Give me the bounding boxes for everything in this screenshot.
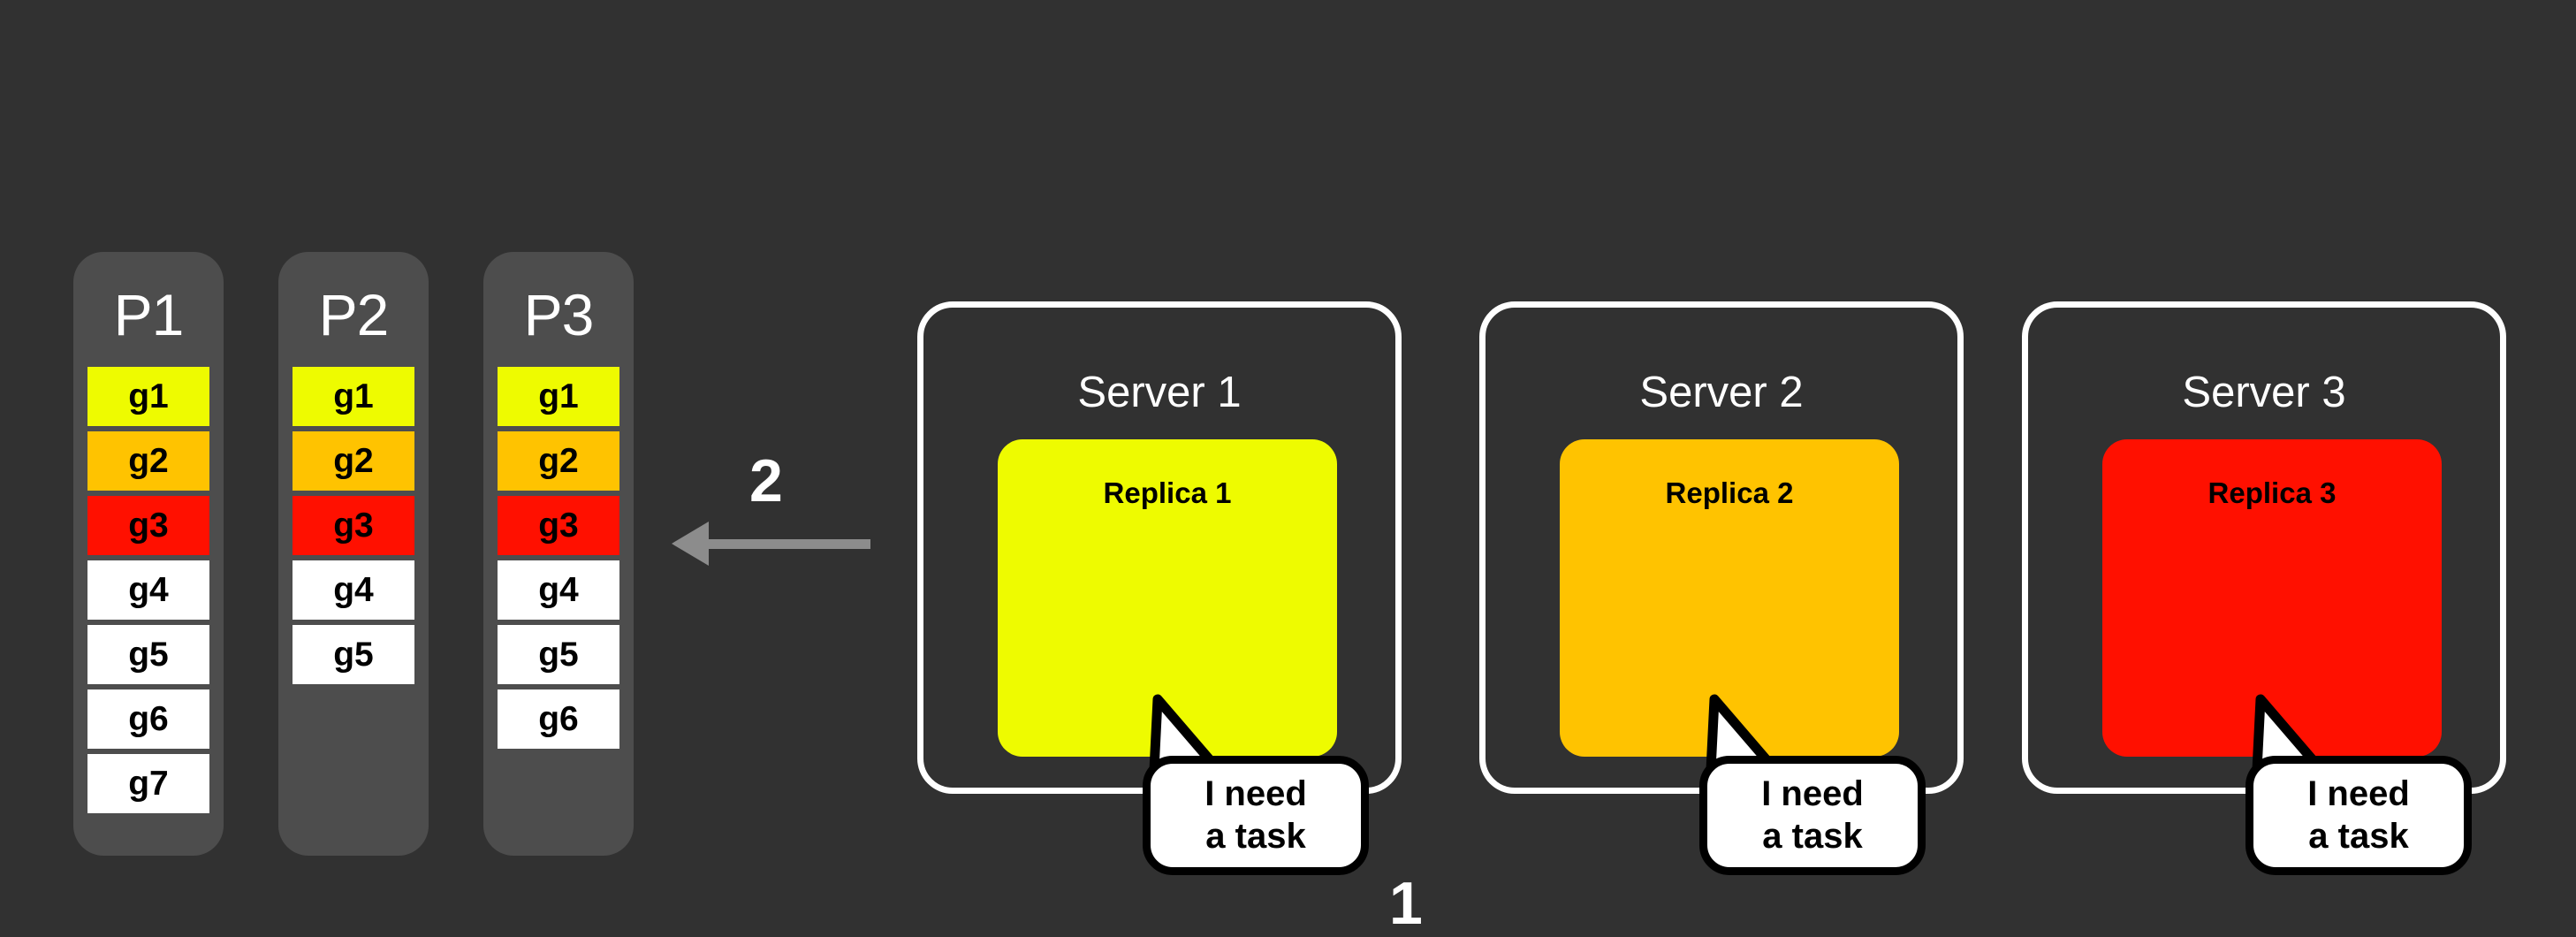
- speech-bubble-3: I need a task: [2245, 756, 2472, 875]
- partition-slot: g1: [87, 367, 209, 426]
- partition-title: P1: [113, 282, 185, 347]
- partition-slot: g2: [293, 431, 414, 491]
- bubble-line-1: I need: [2307, 774, 2410, 814]
- bubble-line-1: I need: [1204, 774, 1307, 814]
- replica-box-3: Replica 3: [2102, 439, 2442, 757]
- bubble-line-1: I need: [1761, 774, 1864, 814]
- partition-slot: g2: [87, 431, 209, 491]
- step-1-label: 1: [1389, 870, 1423, 937]
- partition-slot: g6: [87, 689, 209, 749]
- bubble-line-2: a task: [1762, 816, 1863, 856]
- partition-column-p1: P1 g1 g2 g3 g4 g5 g6 g7: [73, 252, 224, 856]
- partition-slot-list: g1 g2 g3 g4 g5: [278, 367, 429, 684]
- partition-slot: g5: [87, 625, 209, 684]
- server-title: Server 2: [1639, 369, 1804, 416]
- partition-column-p2: P2 g1 g2 g3 g4 g5: [278, 252, 429, 856]
- speech-bubble-1: I need a task: [1143, 756, 1369, 875]
- server-box-2: Server 2 Replica 2: [1479, 301, 1964, 794]
- server-box-3: Server 3 Replica 3: [2022, 301, 2506, 794]
- server-title: Server 3: [2182, 369, 2346, 416]
- server-title: Server 1: [1077, 369, 1242, 416]
- partition-slot-list: g1 g2 g3 g4 g5 g6: [483, 367, 634, 749]
- partition-slot: g3: [498, 496, 619, 555]
- partition-slot: g3: [87, 496, 209, 555]
- arrow-shaft: [709, 538, 870, 549]
- replica-box-1: Replica 1: [998, 439, 1337, 757]
- arrow-head-icon: [672, 522, 709, 566]
- partition-slot: g7: [87, 754, 209, 813]
- partition-slot: g6: [498, 689, 619, 749]
- partition-slot: g1: [293, 367, 414, 426]
- bubble-line-2: a task: [2308, 816, 2409, 856]
- partition-title: P3: [523, 282, 595, 347]
- partition-slot: g1: [498, 367, 619, 426]
- partition-slot-list: g1 g2 g3 g4 g5 g6 g7: [73, 367, 224, 813]
- bubble-line-2: a task: [1205, 816, 1306, 856]
- replica-label: Replica 3: [2207, 476, 2337, 509]
- server-box-1: Server 1 Replica 1: [917, 301, 1402, 794]
- partition-slot: g2: [498, 431, 619, 491]
- speech-bubble-2: I need a task: [1699, 756, 1926, 875]
- replica-box-2: Replica 2: [1560, 439, 1899, 757]
- replica-label: Replica 2: [1665, 476, 1794, 509]
- step-2-label: 2: [749, 447, 783, 514]
- partition-slot: g5: [293, 625, 414, 684]
- partition-slot: g3: [293, 496, 414, 555]
- partition-slot: g4: [87, 560, 209, 620]
- partition-title: P2: [318, 282, 390, 347]
- partition-slot: g4: [498, 560, 619, 620]
- partition-slot: g5: [498, 625, 619, 684]
- assign-arrow: [672, 522, 870, 566]
- partition-slot: g4: [293, 560, 414, 620]
- partition-column-p3: P3 g1 g2 g3 g4 g5 g6: [483, 252, 634, 856]
- replica-label: Replica 1: [1103, 476, 1232, 509]
